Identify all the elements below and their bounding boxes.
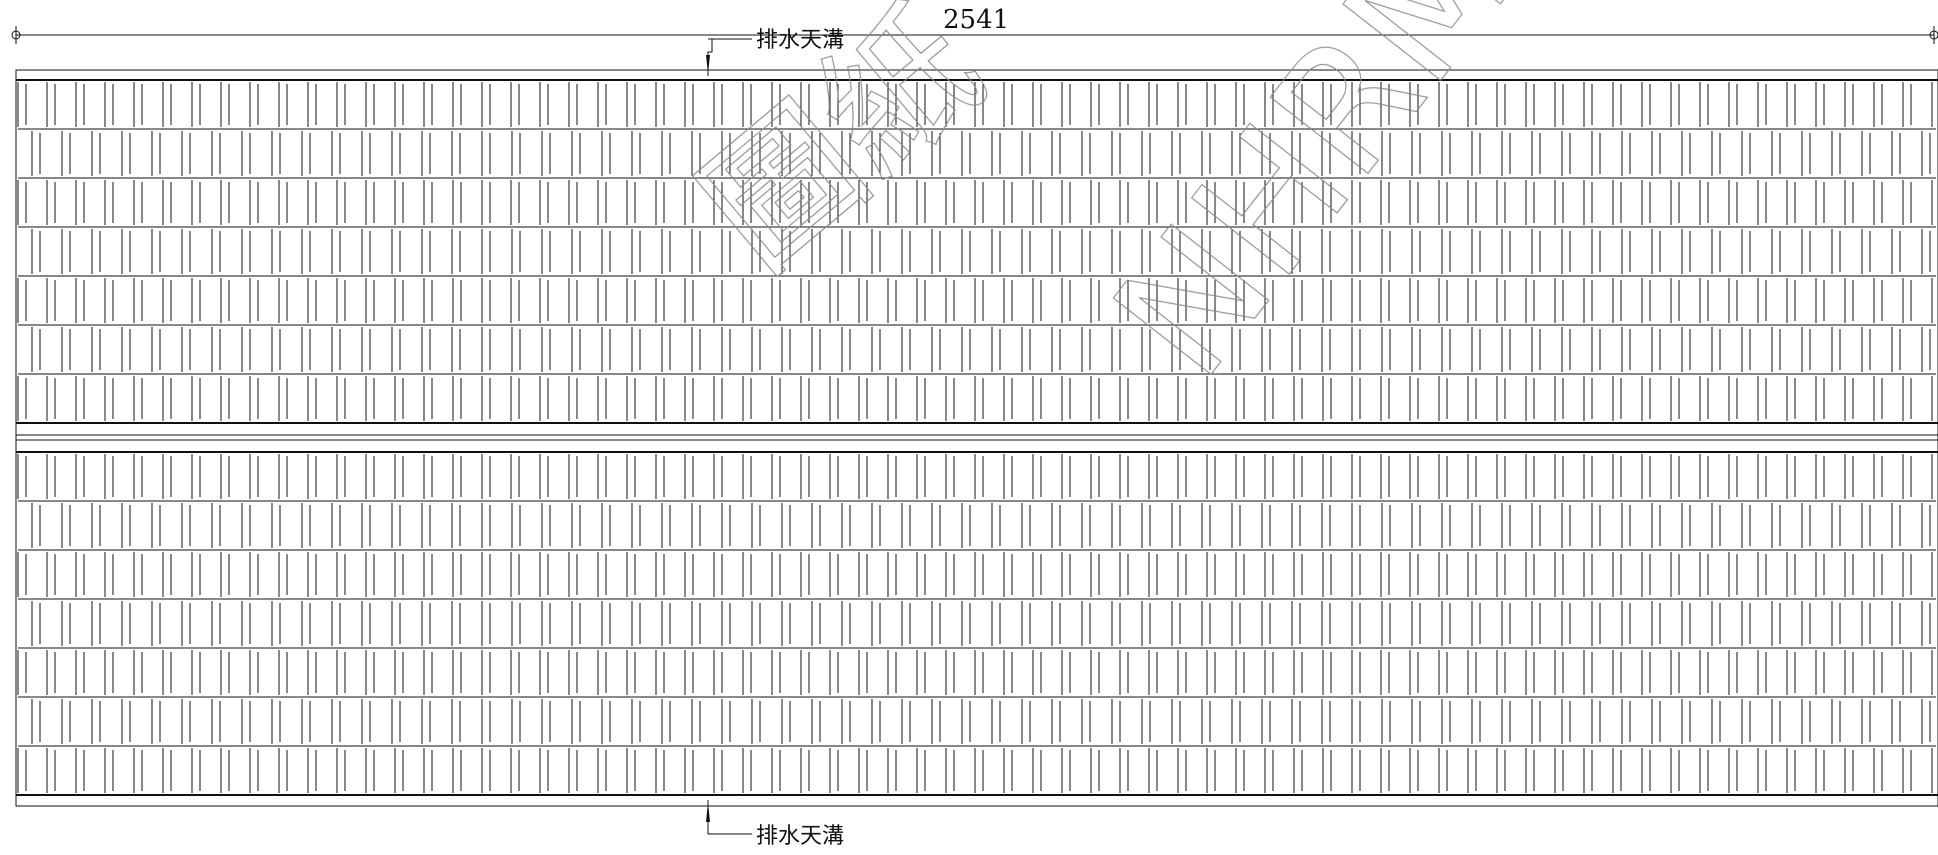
bottom-callout-label: 排水天溝	[756, 824, 844, 849]
bottom-callout-leader	[706, 800, 752, 835]
tile-field	[17, 82, 1936, 796]
top-callout-label: 排水天溝	[756, 28, 844, 53]
dimension-value: 2541	[943, 5, 1009, 35]
dimension-line	[11, 26, 1938, 44]
watermark-chars-b: NHRM	[1077, 0, 1553, 413]
roof-outline	[15, 69, 1938, 807]
top-callout-leader	[706, 38, 752, 76]
